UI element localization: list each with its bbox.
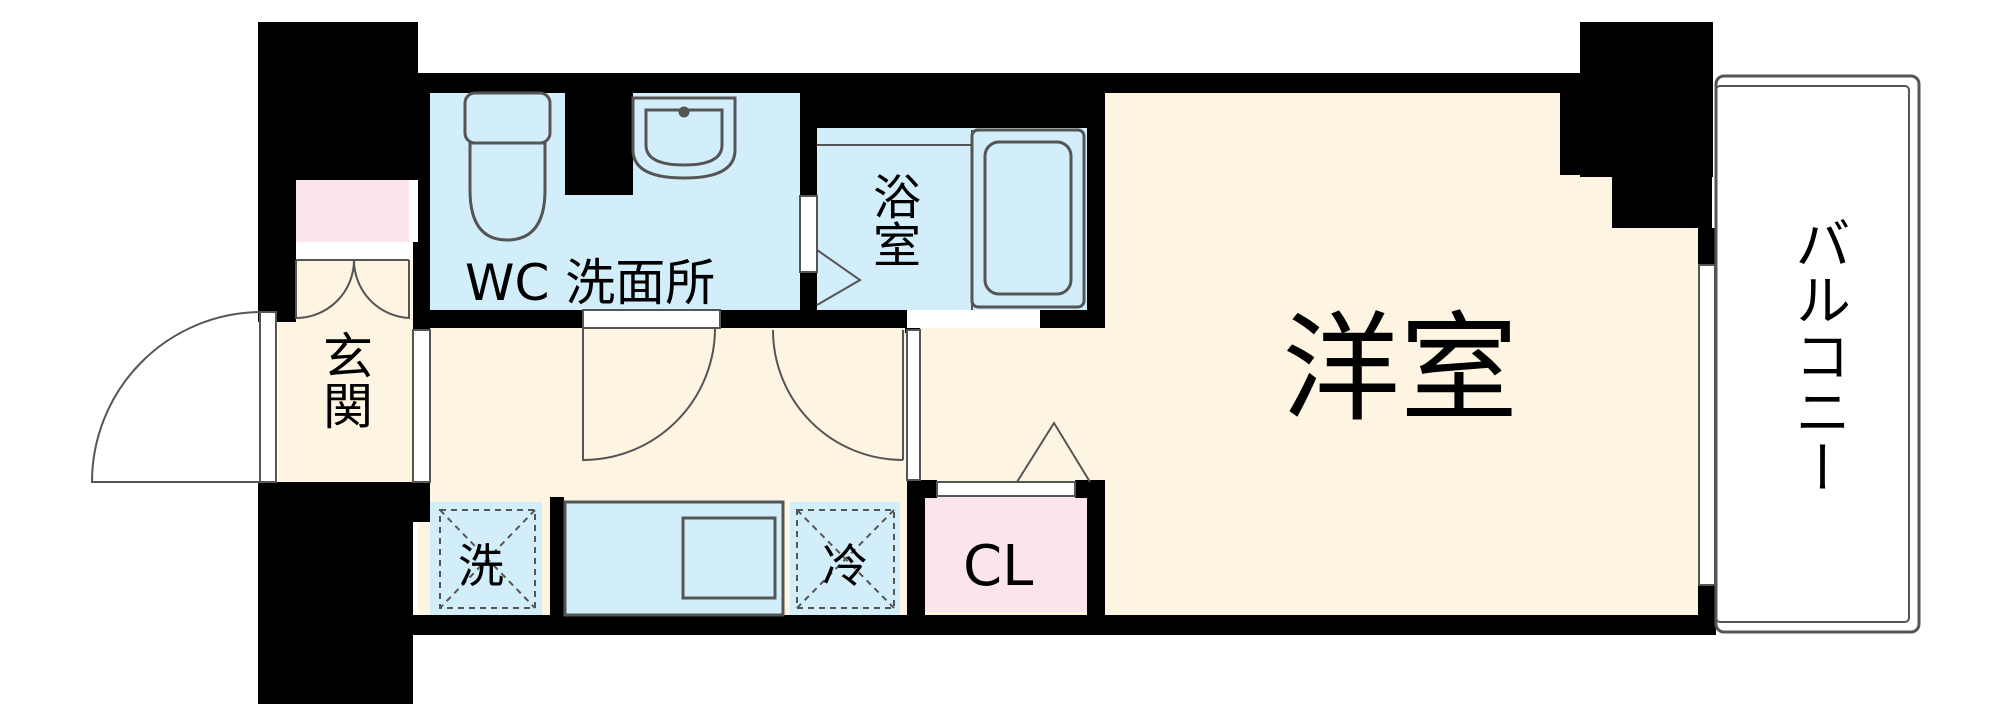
closet-door-icon [1016,421,1091,483]
kitchen-sink [563,500,785,617]
bathtub [970,128,1086,309]
washbasin [631,96,737,180]
toilet [463,91,552,242]
door-swings [90,259,904,483]
closet-floor [925,497,1087,612]
wc-washroom-label: WC 洗面所 [465,254,715,312]
entrance-floor [278,260,413,482]
openings [259,195,1716,586]
fridge-label: 冷 [822,539,868,593]
closet-label: CL [963,534,1033,599]
western-room-floor [1105,93,1698,615]
bathroom-door-icon [816,249,862,306]
shoe-cupboard [296,180,409,242]
bathroom-label: 浴室 [864,172,920,268]
washer-label: 洗 [458,539,504,593]
western-room-label: 洋室 [1282,300,1518,438]
entrance-label: 玄関 [315,330,373,430]
balcony-label: バルコニー [1786,215,1851,495]
appliance-boxes [439,509,895,609]
